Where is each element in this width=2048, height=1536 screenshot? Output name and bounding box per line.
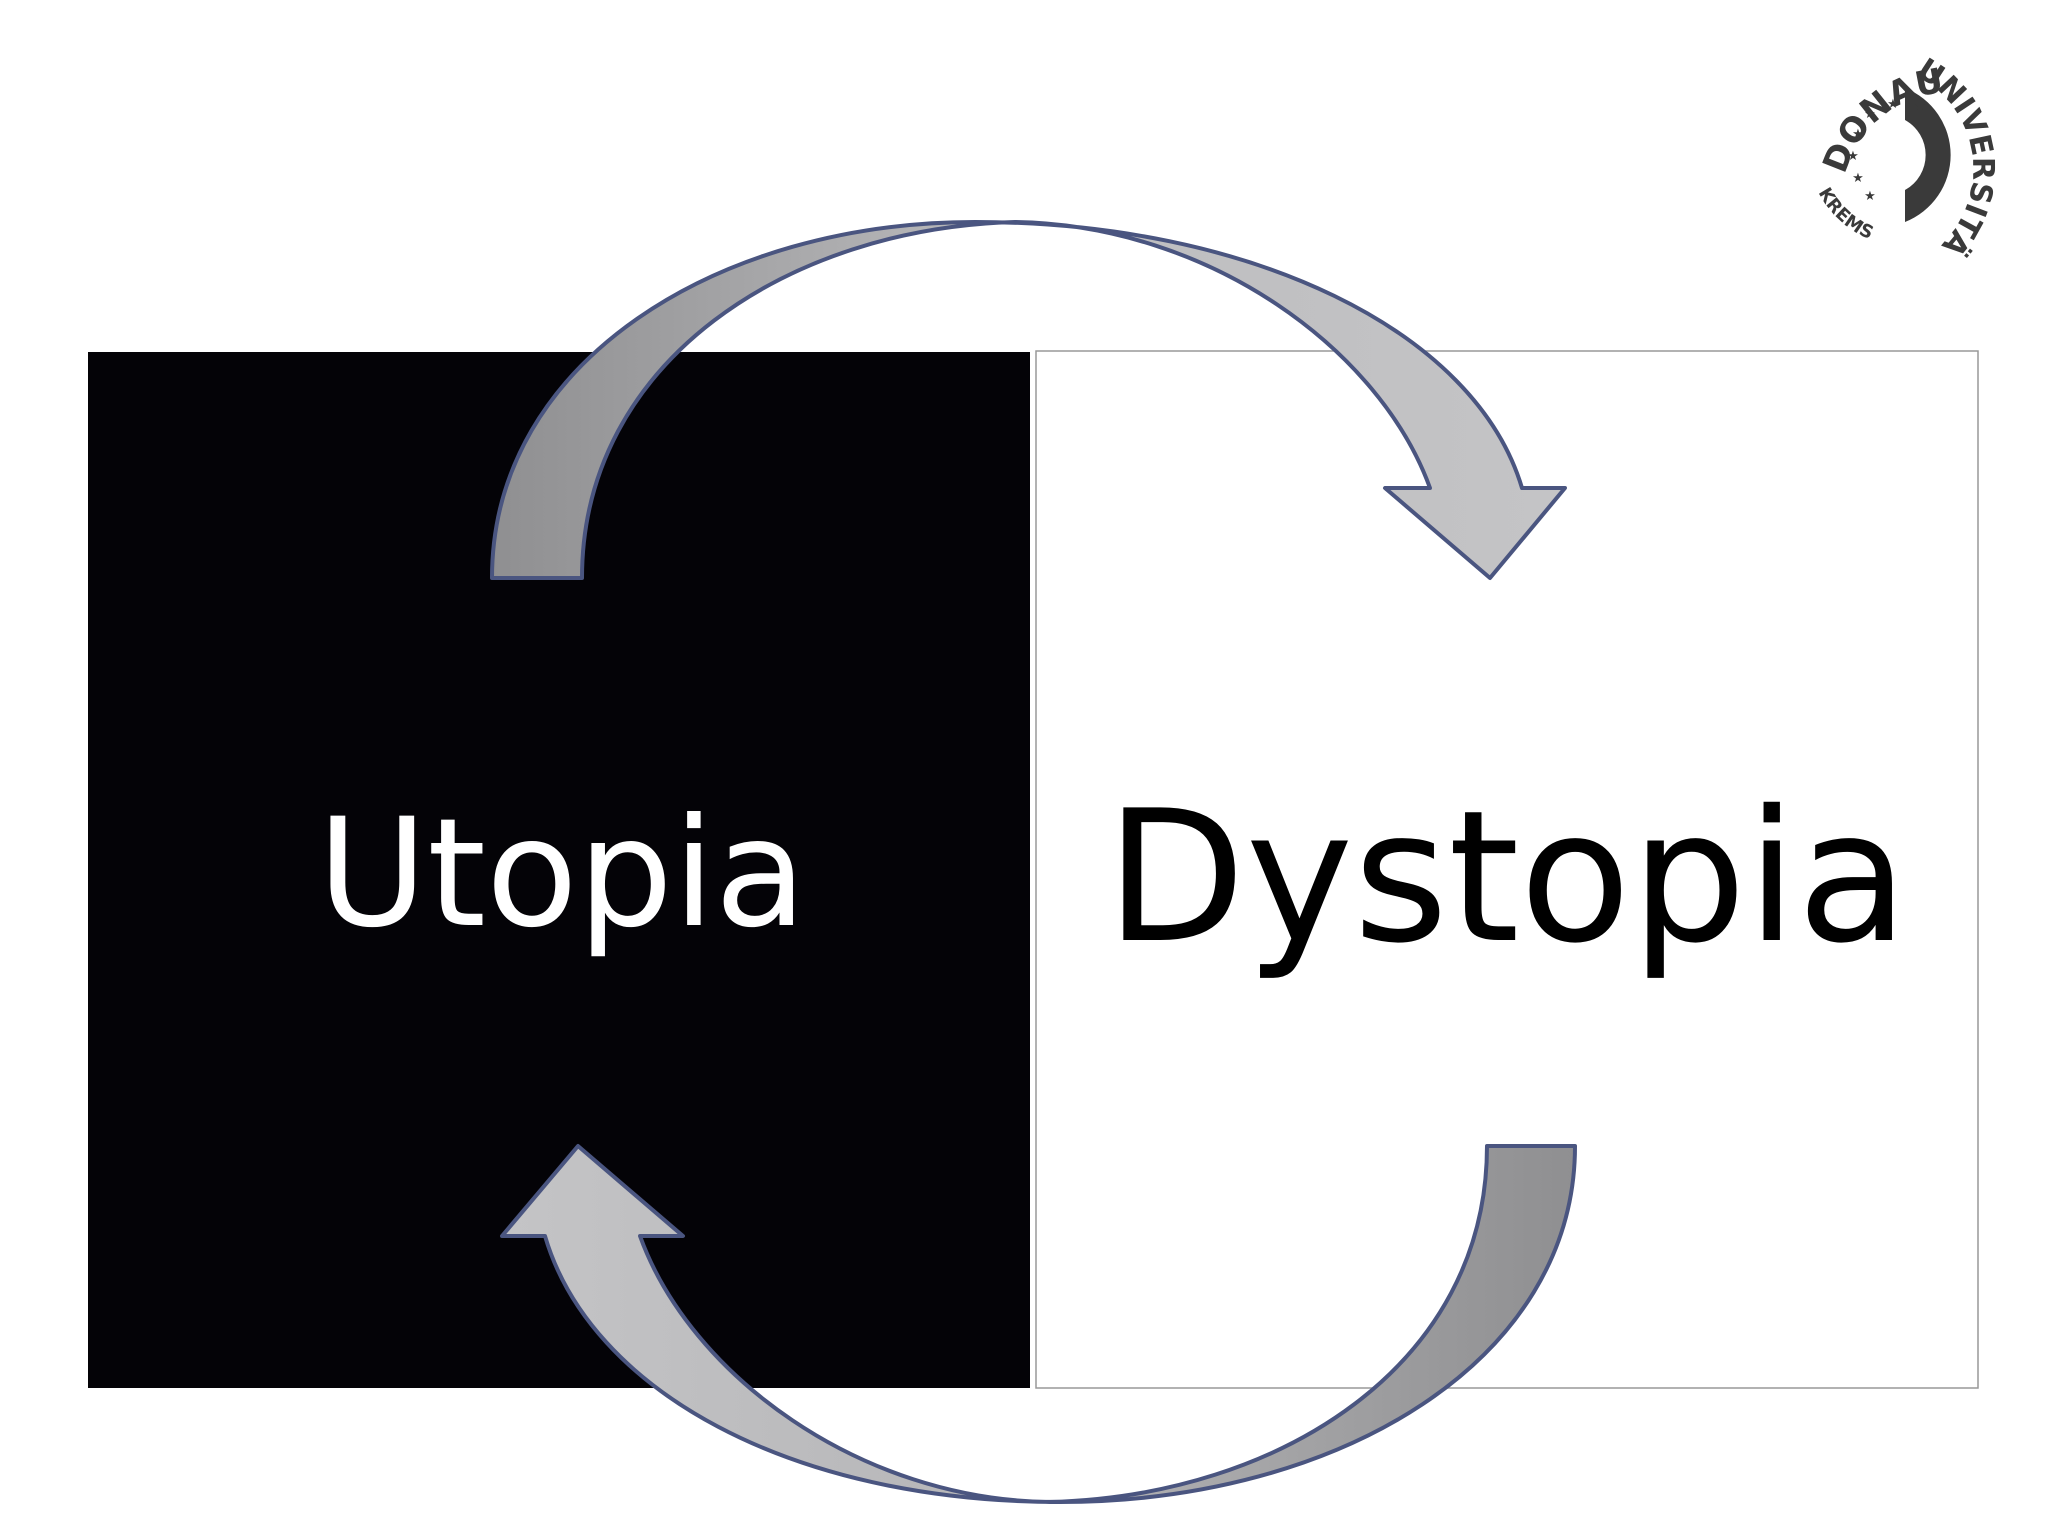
svg-text:★: ★ (1887, 97, 1899, 112)
university-logo: ★ ★ ★ ★ ★ ★ ★ DONAU UNIVERSITÄT KREMS (0, 0, 2010, 264)
logo-background (1810, 55, 2010, 255)
logo-stars-icon: ★ ★ ★ ★ ★ ★ ★ (1847, 97, 1926, 204)
svg-text:★: ★ (1864, 189, 1876, 204)
svg-text:★: ★ (1914, 99, 1926, 114)
top-curved-arrow (490, 220, 1567, 580)
svg-text:★: ★ (1847, 149, 1859, 164)
bottom-curved-arrow (500, 1144, 1577, 1504)
svg-text:★: ★ (1864, 107, 1876, 122)
logo-right-text: UNIVERSITÄT (0, 0, 2000, 264)
svg-text:★: ★ (1852, 127, 1864, 142)
logo-crescent-icon (1905, 88, 1951, 222)
dystopia-label: Dystopia (1105, 771, 1908, 983)
utopia-label: Utopia (317, 787, 806, 961)
svg-text:★: ★ (1852, 171, 1864, 186)
